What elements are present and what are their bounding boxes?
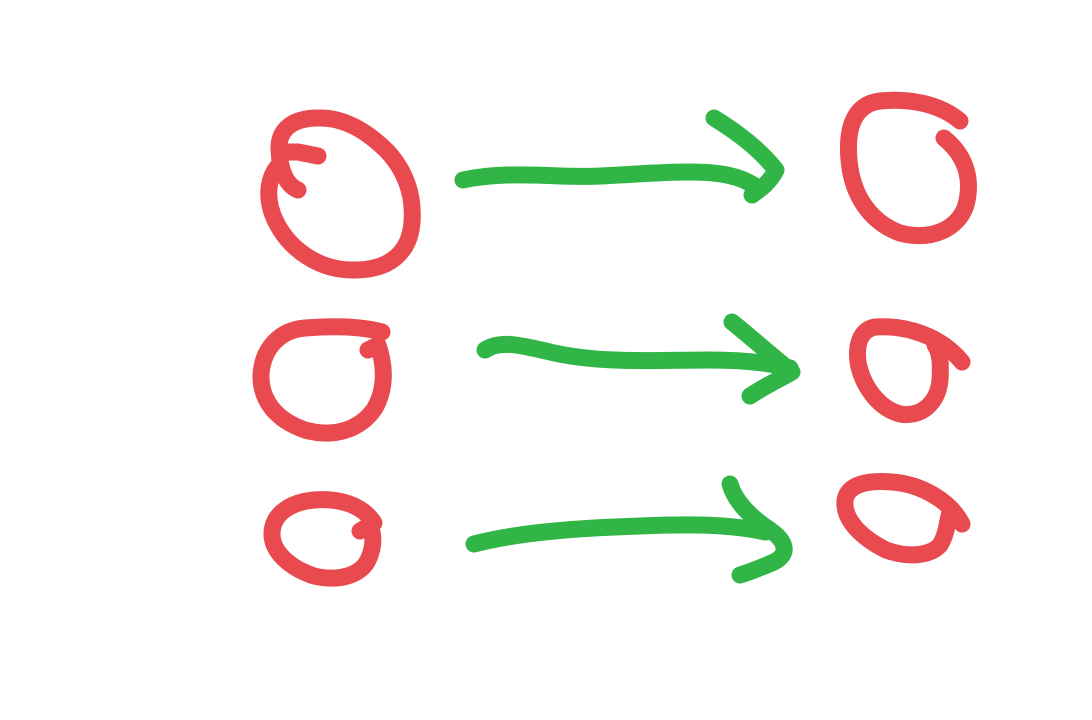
row-3-after-loop: [836, 473, 971, 564]
diagram-row-1: [260, 91, 977, 279]
row-2-after-loop: [849, 318, 971, 424]
row-2-arrow-shaft: [476, 335, 799, 377]
row-3-arrow-head: [721, 475, 793, 584]
row-3-before-loop: [263, 491, 383, 587]
row-1-before-loop: [260, 109, 421, 279]
row-1-arrow-head: [705, 109, 785, 204]
diagram-row-2: [252, 313, 971, 442]
diagram-row-3: [263, 473, 971, 587]
row-1-arrow-shaft: [454, 163, 764, 195]
row-1-after-loop: [839, 91, 977, 245]
row-3-arrow-shaft: [465, 516, 774, 553]
row-2-arrow-head: [723, 313, 801, 405]
row-2-before-loop: [252, 318, 392, 442]
